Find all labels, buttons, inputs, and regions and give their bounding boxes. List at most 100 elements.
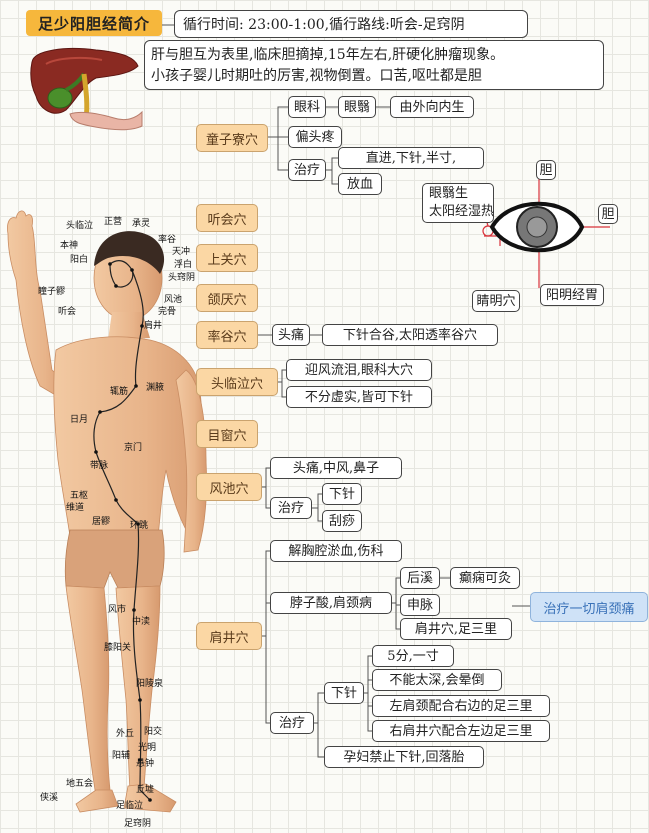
description-box: 肝与胆互为表里,临床胆摘掉,15年左右,肝硬化肿瘤现象。 小孩子婴儿时期吐的厉害… [144, 40, 604, 90]
jianjing-zhiliao-label: 治疗 [278, 715, 305, 731]
eye-dan-right: 胆 [598, 204, 618, 224]
jianjing-buneng-label: 不能太深,会晕倒 [389, 672, 485, 688]
label-shuaigu: 率谷 [158, 235, 177, 245]
fengchi-item1: 头痛,中风,鼻子 [270, 457, 402, 479]
tongzi-piantoutong-label: 偏头疼 [295, 129, 335, 145]
description-line-2: 小孩子婴儿时期吐的厉害,视物倒置。口苦,呕吐都是胆 [151, 68, 482, 84]
point-jianjing: 肩井穴 [196, 622, 262, 650]
human-figure-illustration [7, 210, 207, 813]
label-fubai: 浮白 [174, 260, 193, 270]
point-shuaigu: 率谷穴 [196, 321, 258, 349]
point-shangguan: 上关穴 [196, 244, 258, 272]
label-chengling: 承灵 [132, 219, 151, 229]
point-muchuang: 目窗穴 [196, 420, 258, 448]
label-yanglingquan: 阳陵泉 [136, 679, 164, 689]
tongzi-inward: 由外向内生 [390, 96, 474, 118]
toulinqi-item1-label: 迎风流泪,眼科大穴 [304, 362, 414, 378]
eye-jingming-label: 睛明穴 [476, 293, 516, 309]
fengchi-zhiliao: 治疗 [270, 497, 312, 519]
jianjing-houxi: 后溪 [400, 567, 440, 589]
shuaigu-method: 下针合谷,太阳透率谷穴 [322, 324, 498, 346]
tongzi-fangxue: 放血 [338, 173, 382, 195]
eye-yanyi-line1: 眼翳生 [429, 186, 469, 201]
label-diwuhui: 地五会 [66, 779, 94, 789]
eye-yangming: 阳明经胃 [540, 284, 604, 306]
label-wangu: 完骨 [158, 307, 177, 317]
point-tongziliao: 童子寮穴 [196, 124, 268, 152]
jianjing-pregnant: 孕妇禁止下针,回落胎 [324, 746, 484, 768]
tongzi-fangxue-label: 放血 [346, 176, 373, 192]
point-fengchi-label: 风池穴 [209, 481, 249, 497]
fengchi-item1-label: 头痛,中风,鼻子 [292, 460, 380, 476]
label-tianchong: 天冲 [172, 247, 191, 257]
tongzi-yanke: 眼科 [288, 96, 326, 118]
label-touqiaoyin: 头窍阴 [168, 273, 196, 283]
time-route-text: 循行时间: 23:00-1:00,循行路线:听会-足窍阴 [183, 17, 465, 33]
label-fengshi: 风市 [108, 605, 127, 615]
eye-yanyi-note: 眼翳生 太阳经湿热 [422, 183, 494, 223]
fengchi-zhiliao-label: 治疗 [277, 500, 304, 516]
point-hanyan: 颌厌穴 [196, 284, 258, 312]
jianjing-shenmai-label: 申脉 [407, 597, 434, 613]
jianjing-right-shoulder: 右肩井穴配合左边足三里 [372, 720, 550, 742]
page-title-text: 足少阳胆经简介 [37, 14, 150, 33]
jianjing-right-shoulder-label: 右肩井穴配合左边足三里 [389, 723, 533, 739]
eye-yanyi-line2: 太阳经湿热 [429, 204, 495, 219]
eye-dan-right-label: 胆 [601, 206, 615, 222]
jianjing-dianxian-label: 癫痫可灸 [458, 570, 511, 586]
label-qiuxu: 丘墟 [136, 785, 155, 795]
label-guangming: 光明 [138, 743, 157, 753]
eye-jingming: 睛明穴 [472, 290, 520, 312]
label-tinghui: 听会 [58, 307, 77, 317]
toulinqi-item2: 不分虚实,皆可下针 [286, 386, 432, 408]
point-tongziliao-label: 童子寮穴 [205, 132, 258, 148]
point-fengchi: 风池穴 [196, 473, 262, 501]
shuaigu-toutong-label: 头痛 [278, 327, 305, 343]
jianjing-wufen-label: 5分,一寸 [387, 648, 439, 664]
label-yuanye: 渊腋 [146, 383, 165, 393]
jianjing-neck-label: 脖子酸,肩颈病 [289, 595, 373, 611]
label-zhengying: 正营 [104, 217, 123, 227]
jianjing-item1-label: 解胸腔淤血,伤科 [288, 543, 384, 559]
eye-dan-top: 胆 [536, 160, 556, 180]
label-tongziliao: 瞳子髎 [38, 287, 66, 297]
label-waiqiu: 外丘 [116, 729, 135, 739]
jianjing-shenmai: 申脉 [400, 594, 440, 616]
time-route-box: 循行时间: 23:00-1:00,循行路线:听会-足窍阴 [174, 10, 528, 38]
tongzi-inward-label: 由外向内生 [399, 99, 465, 115]
jianjing-badge-label: 治疗一切肩颈痛 [543, 601, 635, 617]
jianjing-zhiliao: 治疗 [270, 712, 314, 734]
label-daimai: 带脉 [90, 461, 109, 471]
shuaigu-method-label: 下针合谷,太阳透率谷穴 [342, 327, 478, 343]
point-shuaigu-label: 率谷穴 [207, 329, 247, 345]
toulinqi-item2-label: 不分虚实,皆可下针 [304, 389, 414, 405]
jianjing-zusanli-label: 肩井穴,足三里 [414, 621, 498, 637]
fengchi-xiazhen: 下针 [322, 483, 362, 505]
point-muchuang-label: 目窗穴 [207, 428, 247, 444]
point-toulinqi-label: 头临泣穴 [210, 376, 263, 392]
label-toulinqi: 头临泣 [66, 221, 94, 231]
tongzi-zhiliao-label: 治疗 [294, 162, 321, 178]
jianjing-left-shoulder-label: 左肩颈配合右边的足三里 [389, 698, 533, 714]
jianjing-buneng: 不能太深,会晕倒 [372, 669, 502, 691]
jianjing-pregnant-label: 孕妇禁止下针,回落胎 [343, 749, 465, 765]
label-jingmen: 京门 [124, 443, 143, 453]
label-zuqiaoyin: 足窍阴 [124, 819, 152, 829]
tongzi-yanke-label: 眼科 [294, 99, 321, 115]
jianjing-xiazhen: 下针 [324, 682, 364, 704]
tongzi-zhiliao: 治疗 [288, 159, 326, 181]
jianjing-neck: 脖子酸,肩颈病 [270, 592, 392, 614]
shuaigu-toutong: 头痛 [272, 324, 310, 346]
label-yangfu: 阳辅 [112, 751, 131, 761]
fengchi-guasha-label: 刮痧 [329, 513, 356, 529]
label-benshen: 本神 [60, 241, 79, 251]
fengchi-guasha: 刮痧 [322, 510, 362, 532]
toulinqi-item1: 迎风流泪,眼科大穴 [286, 359, 432, 381]
label-riyue: 日月 [70, 415, 89, 425]
label-zulinqi: 足临泣 [116, 801, 144, 811]
jianjing-zusanli: 肩井穴,足三里 [400, 618, 512, 640]
point-toulinqi: 头临泣穴 [196, 368, 278, 396]
label-zhongdu: 中渎 [132, 617, 151, 627]
jianjing-left-shoulder: 左肩颈配合右边的足三里 [372, 695, 550, 717]
jianjing-dianxian: 癫痫可灸 [450, 567, 520, 589]
